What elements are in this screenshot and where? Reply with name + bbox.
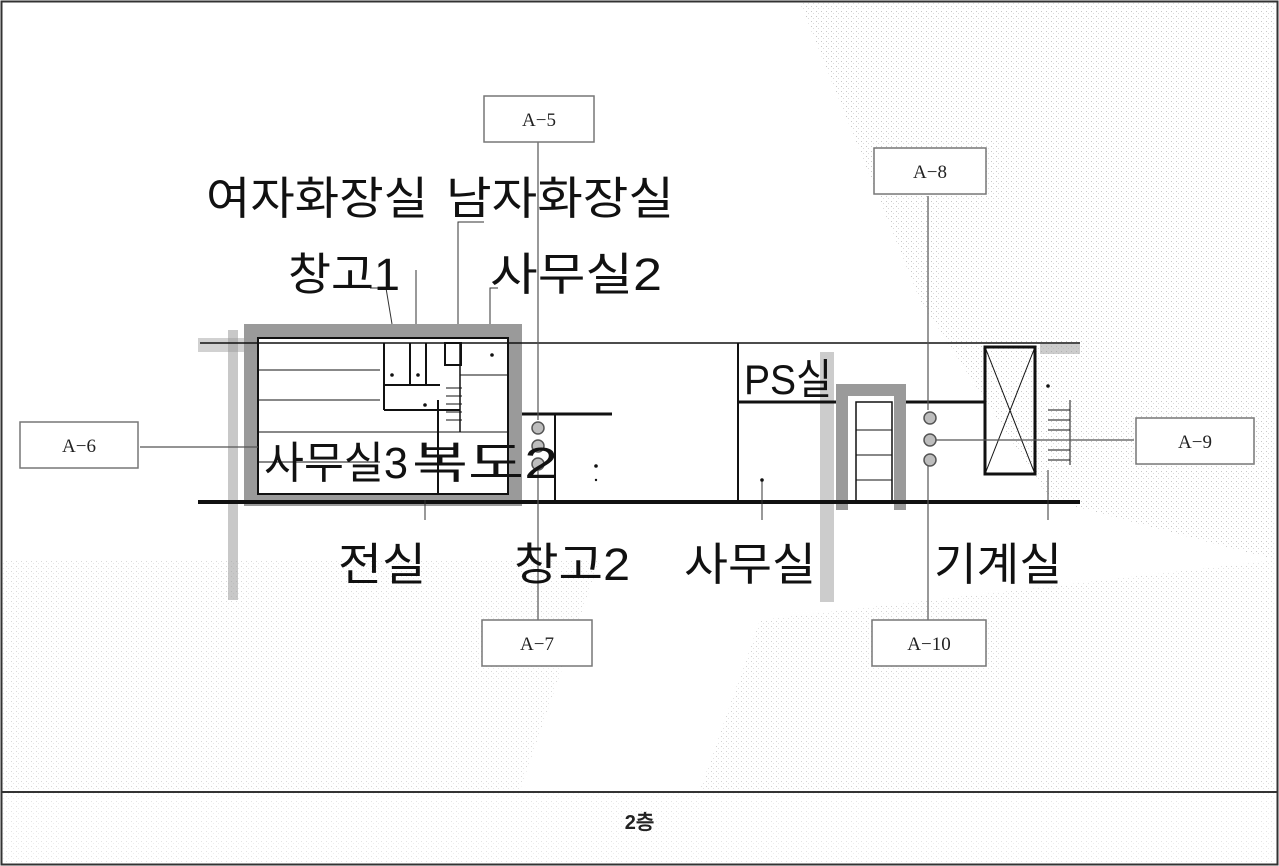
label-ps-room: PS실	[744, 356, 832, 403]
label-office-2: 사무실2	[490, 249, 662, 300]
callout-a10-label: A−10	[907, 634, 950, 655]
callout-a7: A−7	[481, 619, 593, 667]
room-markers	[390, 353, 1050, 482]
label-office: 사무실	[684, 539, 816, 590]
label-womens-restroom: 여자화장실	[206, 173, 428, 224]
label-mens-restroom: 남자화장실	[446, 173, 674, 224]
label-corridor-2: 복도2	[412, 439, 558, 488]
halftone-texture-footer	[3, 792, 1276, 863]
structure-lines	[198, 337, 1080, 504]
callout-a8-label: A−8	[913, 162, 947, 183]
callout-a9: A−9	[1135, 417, 1255, 465]
label-electrical-room: 전실	[338, 539, 426, 590]
pipe-symbols	[531, 411, 937, 471]
label-machine-room: 기계실	[934, 539, 1062, 590]
label-storage-1: 창고1	[288, 249, 400, 300]
halftone-texture-bottom-right	[700, 560, 1276, 790]
callout-a9-label: A−9	[1178, 432, 1212, 453]
callout-a5: A−5	[483, 95, 595, 143]
callout-a6-label: A−6	[62, 436, 96, 457]
callout-a10: A−10	[871, 619, 987, 667]
callout-a6: A−6	[19, 421, 139, 469]
label-storage-2: 창고2	[514, 539, 630, 590]
callout-connectors	[140, 142, 1134, 620]
floor-caption: 2층	[624, 812, 655, 834]
leader-lines	[370, 221, 1049, 520]
label-office-3: 사무실3	[264, 439, 408, 488]
halftone-texture-bottom-left	[3, 560, 600, 790]
callout-a7-label: A−7	[520, 634, 554, 655]
callout-a8: A−8	[873, 147, 987, 195]
callout-a5-label: A−5	[522, 110, 556, 131]
